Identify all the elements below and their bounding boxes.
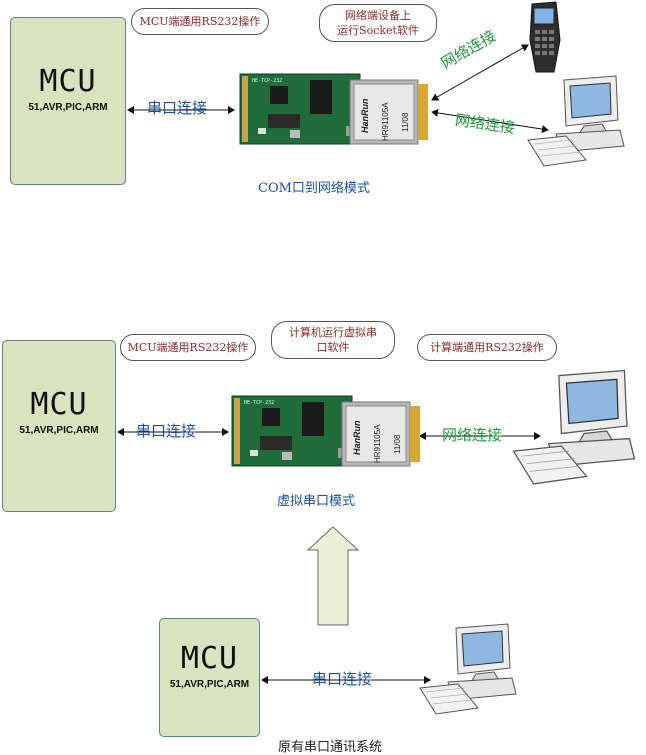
network-label-pc-1: 网络连接 xyxy=(453,110,516,138)
jack-brand: HanRun xyxy=(360,98,370,133)
note-line: 网络端设备上 xyxy=(345,9,411,22)
note-mcu-rs232-2: MCU端通用RS232操作 xyxy=(120,334,256,361)
serial-label-3: 串口连接 xyxy=(312,670,373,688)
handheld-terminal-icon xyxy=(529,1,561,73)
note-line: 口软件 xyxy=(316,341,350,354)
caption-original-serial-system: 原有串口通讯系统 xyxy=(278,740,383,755)
mcu-box-2: MCU 51,AVR,PIC,ARM xyxy=(2,340,116,512)
pcb-label: HE-TCP-232 xyxy=(252,78,282,84)
network-label-handheld: 网络连接 xyxy=(438,26,499,73)
serial-label-1: 串口连接 xyxy=(147,99,208,117)
mcu-box-1: MCU 51,AVR,PIC,ARM xyxy=(10,17,126,185)
pcb-label: HE-TCP-232 xyxy=(244,400,274,406)
note-line: 计算机运行虚拟串 xyxy=(289,326,377,339)
network-label-pc-2: 网络连接 xyxy=(442,426,503,444)
mcu-title: MCU xyxy=(180,641,239,676)
mcu-subtitle: 51,AVR,PIC,ARM xyxy=(28,102,108,113)
mcu-title: MCU xyxy=(39,64,97,99)
caption-com-to-network: COM口到网络模式 xyxy=(258,181,370,196)
note-socket-software: 网络端设备上 运行Socket软件 xyxy=(319,4,437,42)
jack-date: 11/08 xyxy=(393,434,402,454)
mcu-box-3: MCU 51,AVR,PIC,ARM xyxy=(159,618,260,737)
serial-to-ethernet-module-2: HE-TCP-232 HanRun HR91105A 11/08 xyxy=(231,395,420,467)
caption-virtual-com: 虚拟串口模式 xyxy=(277,494,356,509)
serial-to-ethernet-module-1: HE-TCP-232 HanRun HR91105A 11/08 xyxy=(239,73,428,145)
upgrade-arrow xyxy=(306,526,360,626)
note-pc-rs232: 计算端通用RS232操作 xyxy=(417,334,557,361)
note-mcu-rs232-1: MCU端通用RS232操作 xyxy=(131,8,269,35)
desktop-computer-icon-1 xyxy=(527,75,625,167)
jack-brand: HanRun xyxy=(352,420,362,455)
note-line: 运行Socket软件 xyxy=(337,24,419,37)
mcu-subtitle: 51,AVR,PIC,ARM xyxy=(169,679,250,690)
desktop-computer-icon-3 xyxy=(419,623,517,715)
mcu-subtitle: 51,AVR,PIC,ARM xyxy=(19,425,99,436)
note-virtual-com-software: 计算机运行虚拟串 口软件 xyxy=(271,321,395,359)
jack-date: 11/08 xyxy=(401,112,410,132)
jack-model: HR91105A xyxy=(381,102,390,141)
desktop-computer-icon-2 xyxy=(512,369,636,485)
serial-label-2: 串口连接 xyxy=(136,422,197,440)
jack-model: HR91105A xyxy=(373,424,382,463)
mcu-title: MCU xyxy=(30,387,88,422)
